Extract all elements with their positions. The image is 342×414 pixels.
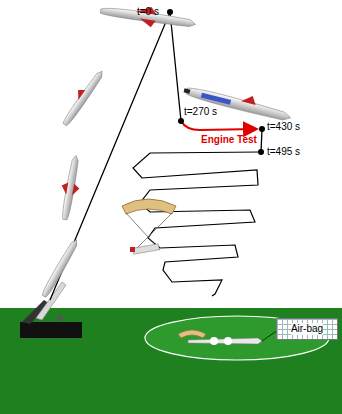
parachute [122,199,176,254]
ground [0,308,342,414]
time-label: t=270 s [184,106,217,118]
trajectory-point [167,9,173,15]
trajectory-point [258,149,264,155]
vehicle-climb [56,154,85,221]
vehicle-apex [99,0,197,33]
trajectory [261,129,262,152]
phase-label: Engine Test [201,134,257,146]
vehicle-climb [57,66,105,127]
landed-vehicle [178,330,278,345]
vehicle-climb [41,238,80,298]
time-label: t=430 s [267,121,300,133]
trajectory-point [178,118,184,124]
time-label: t=0 s [137,6,159,18]
airbag-box: Air-bag [276,318,338,340]
airbag-label: Air-bag [291,323,323,335]
engine-test-arrow [181,121,255,130]
trajectory-point [259,126,265,132]
vehicle-engine-test [183,80,294,123]
time-label: t=495 s [267,146,300,158]
parachute-spiral [133,152,261,296]
